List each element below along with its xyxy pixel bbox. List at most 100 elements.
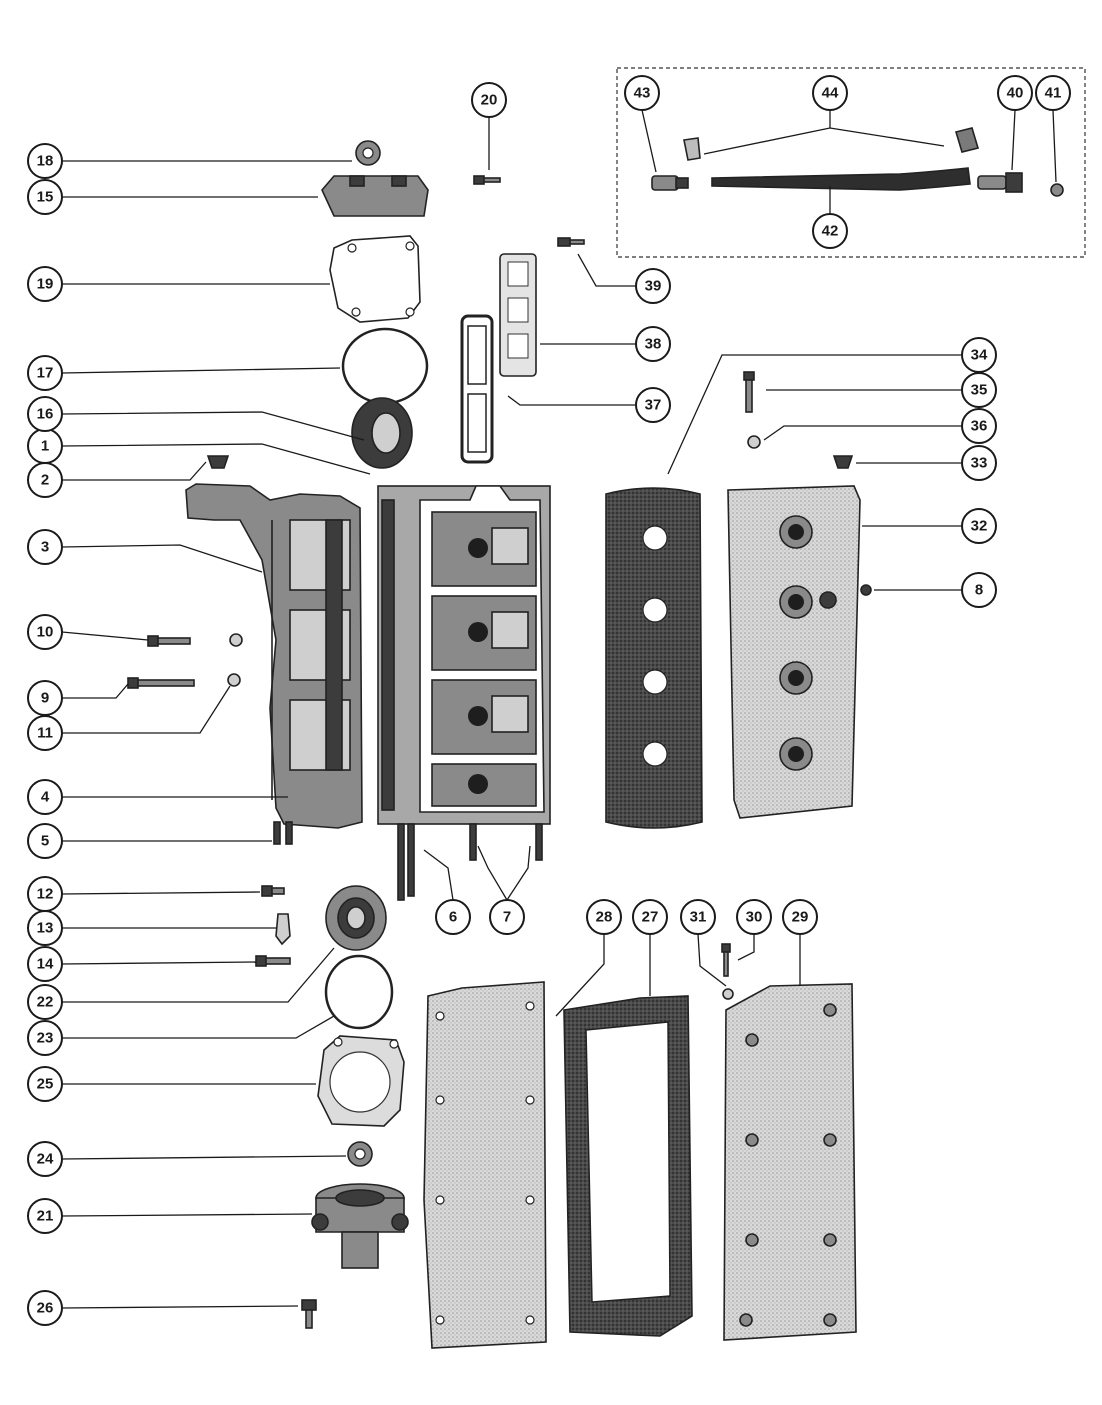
part-26-screw bbox=[301, 1299, 317, 1329]
callout-circle bbox=[961, 445, 997, 481]
part-20-screw bbox=[473, 175, 501, 185]
callout-number: 40 bbox=[1007, 85, 1024, 102]
callout-28: 28 bbox=[586, 899, 622, 935]
callout-20: 20 bbox=[471, 82, 507, 118]
callout-number: 15 bbox=[37, 189, 54, 206]
callout-6: 6 bbox=[435, 899, 471, 935]
part-30-screw bbox=[721, 943, 731, 977]
callout-30: 30 bbox=[736, 899, 772, 935]
callout-circle bbox=[624, 75, 660, 111]
callout-7: 7 bbox=[489, 899, 525, 935]
callout-number: 3 bbox=[41, 539, 49, 556]
callout-circle bbox=[997, 75, 1033, 111]
part-44-hose-clamps bbox=[683, 127, 980, 161]
callout-number: 2 bbox=[41, 472, 49, 489]
callout-number: 13 bbox=[37, 920, 54, 937]
part-41-nut bbox=[1050, 183, 1064, 197]
callout-44: 44 bbox=[812, 75, 848, 111]
callout-number: 20 bbox=[481, 92, 498, 109]
callout-number: 22 bbox=[37, 994, 54, 1011]
callout-36: 36 bbox=[961, 408, 997, 444]
part-2-plug bbox=[206, 455, 230, 469]
callout-9: 9 bbox=[27, 680, 63, 716]
callout-circle bbox=[782, 899, 818, 935]
callout-11: 11 bbox=[27, 715, 63, 751]
callout-circle bbox=[27, 715, 63, 751]
callout-circle bbox=[435, 899, 471, 935]
callout-number: 6 bbox=[449, 909, 457, 926]
callout-number: 21 bbox=[37, 1208, 54, 1225]
part-11-nut bbox=[227, 673, 241, 687]
callout-38: 38 bbox=[635, 326, 671, 362]
callout-number: 16 bbox=[37, 406, 54, 423]
callout-22: 22 bbox=[27, 984, 63, 1020]
callout-circle bbox=[736, 899, 772, 935]
part-18-seal bbox=[355, 140, 381, 166]
callout-circle bbox=[27, 779, 63, 815]
callout-34: 34 bbox=[961, 337, 997, 373]
callout-circle bbox=[471, 82, 507, 118]
callout-1: 1 bbox=[27, 428, 63, 464]
part-33-plug bbox=[832, 455, 854, 469]
callout-4: 4 bbox=[27, 779, 63, 815]
callout-42: 42 bbox=[812, 213, 848, 249]
callout-circle bbox=[1035, 75, 1071, 111]
callout-35: 35 bbox=[961, 372, 997, 408]
callout-number: 37 bbox=[645, 397, 662, 414]
callout-33: 33 bbox=[961, 445, 997, 481]
part-13-fitting bbox=[275, 913, 291, 946]
callout-number: 8 bbox=[975, 582, 983, 599]
callout-27: 27 bbox=[632, 899, 668, 935]
callout-circle bbox=[27, 823, 63, 859]
callout-21: 21 bbox=[27, 1198, 63, 1234]
callout-25: 25 bbox=[27, 1066, 63, 1102]
callout-40: 40 bbox=[997, 75, 1033, 111]
callout-number: 7 bbox=[503, 909, 511, 926]
callout-circle bbox=[27, 1198, 63, 1234]
part-6-7-studs bbox=[397, 823, 543, 901]
part-43-fitting bbox=[651, 175, 689, 191]
fuel-line-inset bbox=[616, 67, 1086, 258]
callout-circle bbox=[27, 143, 63, 179]
callout-number: 38 bbox=[645, 336, 662, 353]
callout-circle bbox=[27, 614, 63, 650]
part-17-o-ring bbox=[341, 327, 429, 405]
callout-circle bbox=[635, 326, 671, 362]
callout-circle bbox=[27, 462, 63, 498]
part-12-screw bbox=[261, 885, 285, 897]
part-14-screw bbox=[255, 955, 291, 967]
callout-circle bbox=[27, 355, 63, 391]
part-15-end-cap bbox=[321, 175, 429, 217]
callout-number: 32 bbox=[971, 518, 988, 535]
callout-31: 31 bbox=[680, 899, 716, 935]
part-25-gasket bbox=[317, 1035, 405, 1127]
callout-circle bbox=[961, 408, 997, 444]
part-40-fitting bbox=[977, 172, 1023, 193]
callout-32: 32 bbox=[961, 508, 997, 544]
callout-circle bbox=[27, 266, 63, 302]
callout-circle bbox=[812, 213, 848, 249]
callout-number: 17 bbox=[37, 365, 54, 382]
callout-number: 12 bbox=[37, 886, 54, 903]
callout-17: 17 bbox=[27, 355, 63, 391]
callout-number: 42 bbox=[822, 223, 839, 240]
part-31-washer bbox=[722, 988, 734, 1000]
callout-2: 2 bbox=[27, 462, 63, 498]
callout-19: 19 bbox=[27, 266, 63, 302]
callout-circle bbox=[27, 984, 63, 1020]
callout-43: 43 bbox=[624, 75, 660, 111]
callout-37: 37 bbox=[635, 387, 671, 423]
callout-number: 24 bbox=[37, 1151, 54, 1168]
callout-number: 10 bbox=[37, 624, 54, 641]
part-1-crankcase-cover bbox=[185, 483, 363, 829]
callout-15: 15 bbox=[27, 179, 63, 215]
callout-number: 11 bbox=[37, 725, 53, 742]
callout-16: 16 bbox=[27, 396, 63, 432]
part-34-gasket bbox=[605, 487, 703, 829]
callout-number: 26 bbox=[37, 1300, 54, 1317]
callout-number: 44 bbox=[822, 85, 839, 102]
callout-12: 12 bbox=[27, 876, 63, 912]
part-39-screw bbox=[557, 237, 585, 247]
part-9-bolt bbox=[127, 677, 195, 689]
part-16-seal bbox=[351, 397, 413, 469]
